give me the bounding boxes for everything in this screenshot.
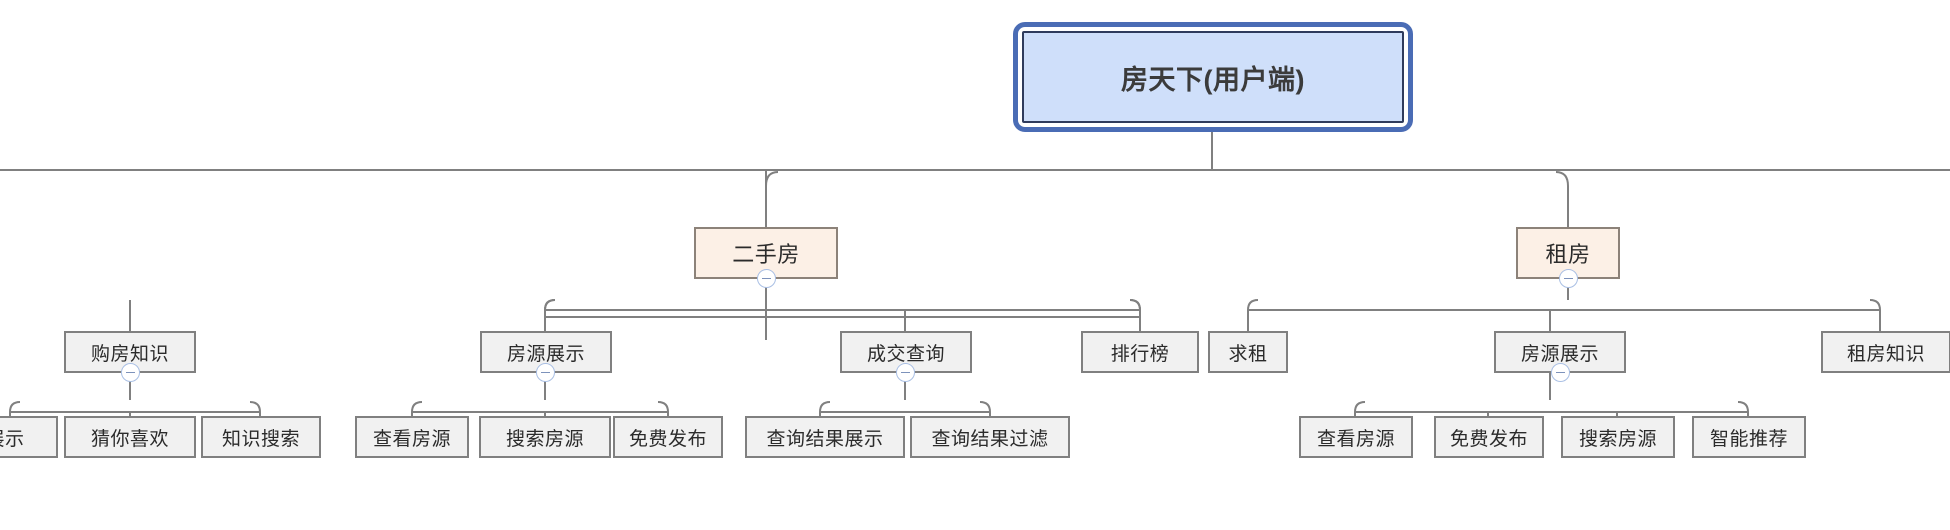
node-chaxunjieguoguolv[interactable]: 查询结果过滤 [910,416,1070,458]
corner-el-right [657,401,669,413]
corner-e-left [544,299,556,311]
node-chaxunjieguozhanshi[interactable]: 查询结果展示 [745,416,905,458]
node-z-zhinengtuijian[interactable]: 智能推荐 [1692,416,1806,458]
collapse-minus-icon [762,277,771,280]
collapse-toggle-ershoufang[interactable] [757,269,776,288]
corner-e-right [1129,299,1141,311]
node-z-sousuofangyuan[interactable]: 搜索房源 [1561,416,1675,458]
node-zhishi-zhanshi[interactable]: 展示 [0,416,58,458]
corner-z-right [1869,299,1881,311]
corner-el-left [411,401,423,413]
corner-zl-right [1737,401,1749,413]
corner-ed-right [979,401,991,413]
collapse-toggle-zufang[interactable] [1559,269,1578,288]
corner-kb-right [249,401,261,413]
node-zhishisousuo[interactable]: 知识搜索 [201,416,321,458]
wire-to-zufang [1555,171,1569,227]
collapse-toggle-zufang-fangyuanzhanshi[interactable] [1551,363,1570,382]
node-zufangzhishi[interactable]: 租房知识 [1821,331,1950,373]
collapse-minus-icon [901,371,910,374]
collapse-minus-icon [1564,277,1573,280]
corner-ed-left [819,401,831,413]
corner-z-left [1247,299,1259,311]
corner-zl-left [1354,401,1366,413]
node-paihangbang[interactable]: 排行榜 [1081,331,1199,373]
node-zufang[interactable]: 租房 [1516,227,1620,279]
node-root-fangtianxia[interactable]: 房天下(用户端) [1022,31,1404,123]
corner-kb-left [9,401,21,413]
node-z-chakanfangyuan[interactable]: 查看房源 [1299,416,1413,458]
collapse-toggle-chengjiaochaxun[interactable] [896,363,915,382]
node-e-sousuofangyuan[interactable]: 搜索房源 [479,416,611,458]
node-z-mianfeifabu[interactable]: 免费发布 [1434,416,1544,458]
node-e-mianfeifabu[interactable]: 免费发布 [613,416,723,458]
node-e-chakanfangyuan[interactable]: 查看房源 [355,416,469,458]
node-qiuzu[interactable]: 求租 [1208,331,1288,373]
collapse-toggle-gouFangZhiShi[interactable] [121,363,140,382]
node-cainixihuan[interactable]: 猜你喜欢 [64,416,196,458]
collapse-toggle-ershoufang-fangyuanzhanshi[interactable] [536,363,555,382]
collapse-minus-icon [1556,371,1565,374]
collapse-minus-icon [541,371,550,374]
wire-elbow-ershoufang [765,171,779,187]
collapse-minus-icon [126,371,135,374]
